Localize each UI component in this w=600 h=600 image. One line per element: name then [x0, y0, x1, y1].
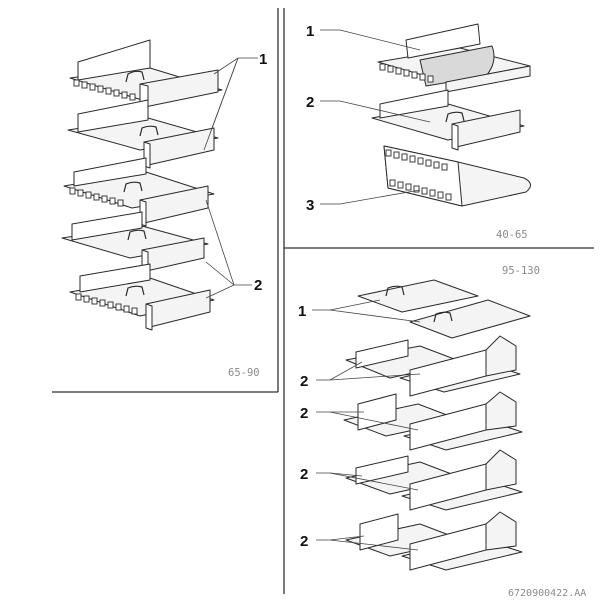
top-right-part-3-teeth	[385, 149, 452, 201]
left-panel: 1 2 65-90	[61, 39, 267, 379]
left-tray-3-teeth	[69, 187, 124, 207]
top-right-callouts: 1 2 3	[306, 23, 431, 214]
top-right-part-2	[371, 89, 525, 151]
top-right-callout-2: 2	[306, 94, 314, 111]
top-right-panel: 1 2 3 40-65	[306, 23, 531, 241]
bottom-right-callout-2a: 2	[300, 373, 308, 390]
bottom-right-row-3	[343, 391, 523, 451]
bottom-right-panel: 95-130	[298, 265, 540, 571]
left-tray-5-teeth	[75, 293, 138, 315]
panel-frames	[52, 8, 594, 594]
left-callout-1: 1	[259, 51, 267, 68]
bottom-right-row-4	[345, 449, 523, 511]
left-tray-1-teeth	[73, 79, 136, 101]
top-right-panel-range-label: 40-65	[496, 229, 528, 241]
left-callout-2: 2	[254, 277, 262, 294]
bottom-right-panel-range-label: 95-130	[502, 265, 540, 277]
left-tray-2	[67, 99, 219, 169]
bottom-right-row-1	[357, 279, 531, 339]
left-tray-4	[61, 211, 209, 275]
bottom-right-callout-2c: 2	[300, 466, 308, 483]
left-callouts: 1 2	[203, 51, 267, 299]
bottom-right-callout-1: 1	[298, 303, 306, 320]
top-right-part-1	[377, 23, 531, 93]
document-id: 6720900422.AA	[508, 588, 586, 599]
left-tray-5	[69, 263, 215, 331]
bottom-right-row-5	[345, 511, 523, 571]
bottom-right-callouts: 1 2 2 2 2	[298, 299, 421, 551]
bottom-right-row-2	[345, 335, 521, 397]
top-right-part-3	[383, 145, 531, 207]
left-tray-1	[69, 39, 223, 111]
left-tray-3	[63, 157, 215, 227]
top-right-part-1-teeth	[379, 63, 434, 83]
left-panel-range-label: 65-90	[228, 367, 260, 379]
bottom-right-callout-2d: 2	[300, 533, 308, 550]
top-right-callout-3: 3	[306, 197, 314, 214]
top-right-callout-1: 1	[306, 23, 314, 40]
bottom-right-callout-2b: 2	[300, 405, 308, 422]
